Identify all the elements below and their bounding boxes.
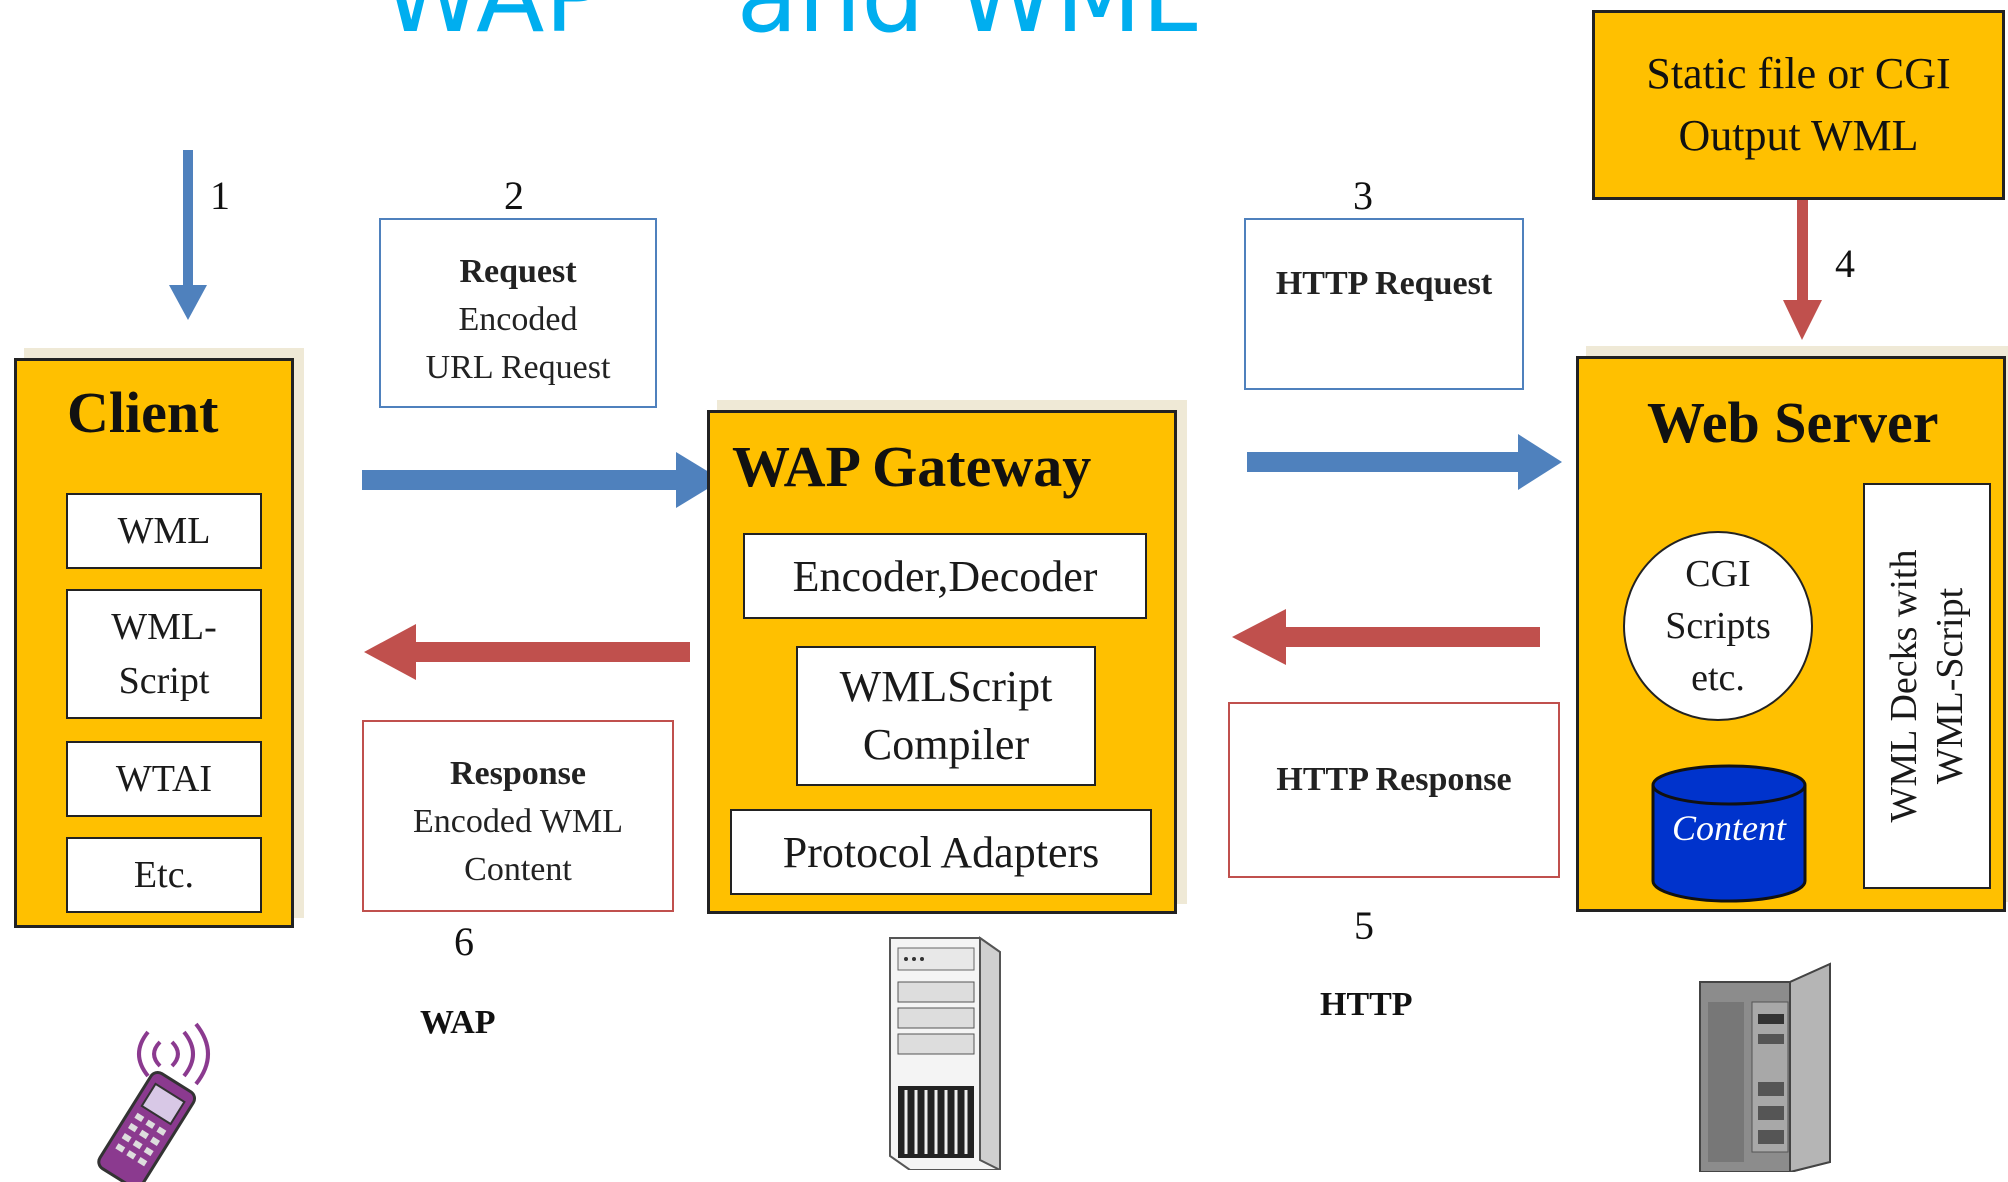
wap-protocol-label: WAP	[420, 1004, 496, 1041]
content-label: Content	[1672, 808, 1786, 848]
request-title: Request	[459, 253, 577, 290]
web-server-box: Web Server CGI Scripts etc. Content WML …	[1576, 356, 2006, 912]
static-file-box: Static file or CGI Output WML	[1592, 10, 2005, 200]
client-item-wtai: WTAI	[66, 741, 262, 817]
step-1-arrow	[169, 150, 207, 320]
gateway-server-icon	[889, 936, 1001, 1170]
http-request-message-box: HTTP Request	[1244, 218, 1524, 390]
gateway-item-compiler: WMLScript Compiler	[796, 646, 1096, 786]
content-database-icon	[1651, 764, 1807, 903]
page-title: WAP™ and WML	[0, 0, 1580, 55]
wap-gateway-box: WAP Gateway Encoder,Decoder WMLScript Co…	[707, 410, 1177, 914]
step-6-number: 6	[454, 919, 474, 964]
server-title: Web Server	[1647, 390, 1939, 455]
response-text: Encoded WML Content	[413, 803, 623, 888]
http-response-message-box: HTTP Response	[1228, 702, 1560, 878]
response-arrow	[364, 624, 690, 680]
client-title: Client	[67, 380, 219, 445]
gateway-item-protocol-adapters: Protocol Adapters	[730, 809, 1152, 895]
client-item-etc: Etc.	[66, 837, 262, 913]
request-text: Encoded URL Request	[425, 301, 611, 386]
request-arrow	[362, 452, 722, 508]
mobile-phone-icon	[97, 1022, 210, 1182]
http-response-arrow	[1232, 609, 1540, 665]
step-5-number: 5	[1354, 903, 1374, 948]
gateway-item-encoder: Encoder,Decoder	[743, 533, 1147, 619]
http-response-text: HTTP Response	[1276, 761, 1512, 798]
step-1-number: 1	[210, 173, 230, 218]
gateway-title: WAP Gateway	[732, 434, 1092, 499]
response-title: Response	[449, 755, 587, 792]
client-item-wml-script: WML-Script	[66, 589, 262, 719]
cgi-scripts-circle: CGI Scripts etc.	[1623, 531, 1813, 721]
http-protocol-label: HTTP	[1320, 986, 1413, 1023]
static-file-text: Static file or CGI Output WML	[1646, 49, 1951, 160]
web-server-icon	[1699, 962, 1831, 1172]
client-box: Client WML WML-Script WTAI Etc.	[14, 358, 294, 928]
request-message-box: Request Encoded URL Request	[379, 218, 657, 408]
step-2-number: 2	[504, 173, 524, 218]
http-request-arrow	[1247, 434, 1562, 490]
response-message-box: Response Encoded WML Content	[362, 720, 674, 912]
wml-decks-box: WML Decks with WML-Script	[1863, 483, 1991, 889]
http-request-text: HTTP Request	[1275, 265, 1493, 302]
step-4-arrow	[1783, 200, 1822, 340]
step-4-number: 4	[1835, 241, 1855, 286]
step-3-number: 3	[1353, 173, 1373, 218]
wml-decks-text: WML Decks with WML-Script	[1883, 549, 1971, 823]
client-item-wml: WML	[66, 493, 262, 569]
